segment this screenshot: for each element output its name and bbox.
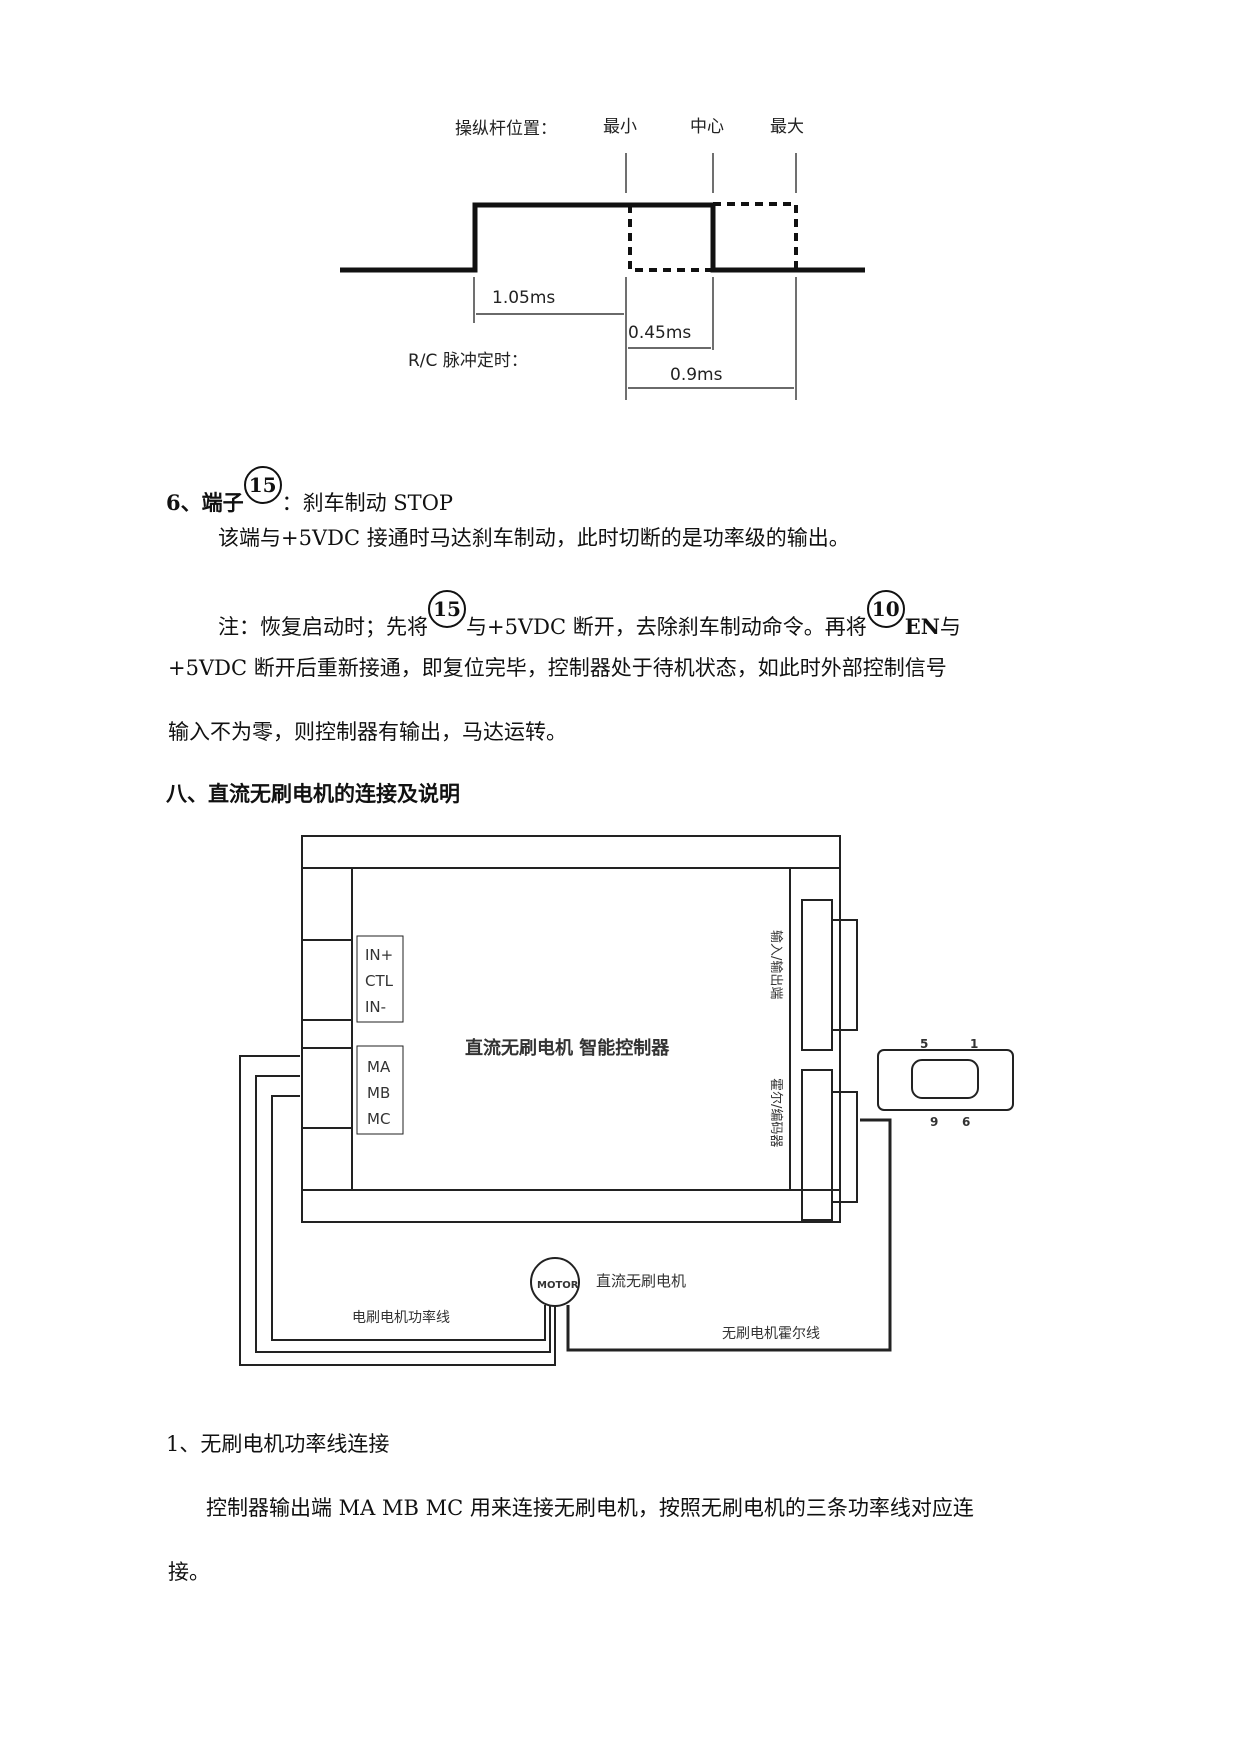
in-plus-label: IN+ (365, 946, 393, 964)
terminal-15-icon: 15 (428, 590, 466, 628)
pin9: 9 (930, 1115, 938, 1129)
rc-label: R/C 脉冲定时： (408, 351, 528, 371)
t3-label: 0.9ms (670, 365, 723, 385)
t1-label: 1.05ms (492, 288, 555, 308)
motor-label: MOTOR (537, 1280, 579, 1291)
center-label: 中心 (690, 117, 724, 137)
mb-label: MB (367, 1084, 390, 1102)
section8-heading: 八、直流无刷电机的连接及说明 (166, 781, 460, 806)
section1-para-line2: 接。 (168, 1560, 210, 1584)
motor-caption: 直流无刷电机 (596, 1272, 686, 1290)
section6-heading: 6、端子15：刹车制动 STOP (166, 466, 453, 517)
min-label: 最小 (603, 117, 637, 137)
wiring-diagram: IN+ CTL IN- MA MB MC 直流无刷电机 智能控制器 5 1 9 … (239, 835, 1014, 1366)
note-line1: 注：恢复启动时；先将15与+5VDC 断开，去除刹车制动命令。再将10EN与 (218, 590, 961, 641)
hall-line-label: 无刷电机霍尔线 (722, 1326, 820, 1342)
rc-timing-diagram: 操纵杆位置： 最小 中心 最大 1.05ms 0.45ms 0.9ms R/C … (340, 117, 865, 400)
note-line3: 输入不为零，则控制器有输出，马达运转。 (168, 720, 567, 744)
in-minus-label: IN- (365, 998, 386, 1016)
terminal-15-icon: 15 (243, 466, 282, 504)
max-label: 最大 (770, 117, 804, 137)
controller-title: 直流无刷电机 智能控制器 (465, 1037, 670, 1059)
power-line-label: 电刷电机功率线 (352, 1309, 450, 1326)
ctl-label: CTL (365, 972, 394, 990)
io-label: 输入/输出端 (768, 930, 784, 999)
para-brake: 该端与+5VDC 接通时马达刹车制动，此时切断的是功率级的输出。 (218, 526, 850, 550)
terminal-10-icon: 10 (866, 590, 905, 628)
pin6: 6 (962, 1115, 970, 1129)
section1-para-line1: 控制器输出端 MA MB MC 用来连接无刷电机，按照无刷电机的三条功率线对应连 (206, 1496, 974, 1520)
note-line2: +5VDC 断开后重新接通，即复位完毕，控制器处于待机状态，如此时外部控制信号 (168, 656, 947, 680)
section1-heading: 1、无刷电机功率线连接 (166, 1432, 390, 1456)
pin5: 5 (920, 1037, 928, 1051)
hall-label: 霍尔/编码器 (768, 1078, 783, 1147)
t2-label: 0.45ms (628, 323, 691, 343)
pin1: 1 (970, 1037, 978, 1051)
mc-label: MC (367, 1110, 390, 1128)
stick-position-label: 操纵杆位置： (455, 119, 557, 139)
ma-label: MA (367, 1058, 391, 1076)
